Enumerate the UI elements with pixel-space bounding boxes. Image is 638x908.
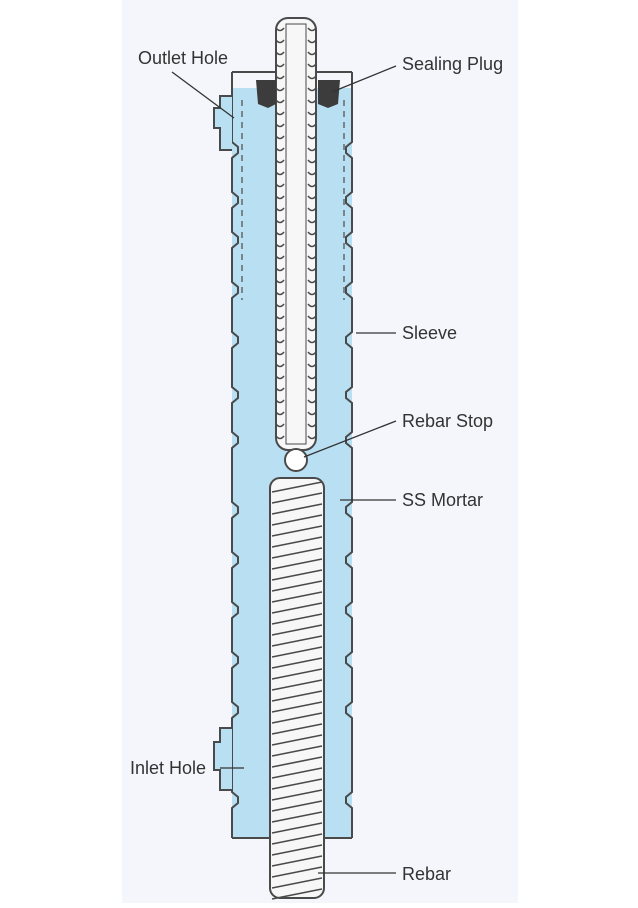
lower-rebar-ridge [271,888,323,900]
upper-rebar-core [285,23,307,445]
rebar-stop [284,448,308,472]
upper-rebar-thread [275,279,317,284]
lower-rebar-ridge [271,811,323,823]
upper-rebar-thread [275,423,317,428]
upper-rebar-thread [275,255,317,260]
inlet-hole-nozzle [213,727,232,791]
upper-rebar-thread [275,291,317,296]
upper-rebar-thread [275,399,317,404]
lower-rebar-ridge [271,613,323,625]
label-outlet-hole: Outlet Hole [138,48,228,68]
upper-rebar-thread [275,99,317,104]
upper-rebar-thread [275,27,317,32]
upper-rebar-thread [275,123,317,128]
lower-rebar-ridge [271,767,323,779]
lower-rebar-ridge [271,745,323,757]
upper-rebar [275,17,317,451]
lower-rebar-ridge [271,800,323,812]
lower-rebar-ridge [271,602,323,614]
sealing-plug-left [256,80,276,108]
lower-rebar-ridge [271,591,323,603]
lower-rebar-ridge [271,580,323,592]
label-inlet-hole: Inlet Hole [130,758,206,778]
label-rebar: Rebar [402,864,451,884]
lower-rebar-ridge [271,855,323,867]
upper-rebar-thread [275,183,317,188]
outlet-hole-nozzle [213,95,232,151]
label-rebar-stop: Rebar Stop [402,411,493,431]
lower-rebar-ridge [271,822,323,834]
sleeve-left-wall [231,72,239,838]
lower-rebar-ridge [271,723,323,735]
leader-sealing-plug [331,65,397,93]
lower-rebar-ridge [271,668,323,680]
lower-rebar-ridge [271,624,323,636]
lower-rebar-ridge [271,690,323,702]
lower-rebar-ridge [271,481,323,493]
lower-rebar-ridge [271,514,323,526]
upper-rebar-thread [275,351,317,356]
upper-rebar-thread [275,171,317,176]
lower-rebar-ridge [271,833,323,845]
label-ss-mortar: SS Mortar [402,490,483,510]
upper-rebar-thread [275,111,317,116]
upper-rebar-thread [275,87,317,92]
upper-rebar-thread [275,363,317,368]
lower-rebar-ridge [271,558,323,570]
upper-rebar-thread [275,243,317,248]
lower-rebar-ridge [271,866,323,878]
lower-rebar-ridge [271,789,323,801]
lower-rebar [269,477,325,900]
lower-rebar-ridge [271,657,323,669]
upper-rebar-thread [275,315,317,320]
lower-rebar-ridge [271,536,323,548]
upper-rebar-thread [275,39,317,44]
upper-rebar-thread [275,411,317,416]
lower-rebar-ridge [271,492,323,504]
lower-rebar-ridge [271,646,323,658]
label-sealing-plug: Sealing Plug [402,54,503,74]
upper-rebar-thread [275,219,317,224]
upper-rebar-thread [275,303,317,308]
lower-rebar-ridge [271,525,323,537]
upper-rebar-thread [275,207,317,212]
upper-rebar-thread [275,147,317,152]
upper-rebar-thread [275,51,317,56]
upper-rebar-thread [275,63,317,68]
upper-rebar-thread [275,75,317,80]
lower-rebar-ridge [271,679,323,691]
lower-rebar-ridge [271,734,323,746]
upper-rebar-thread [275,195,317,200]
lower-rebar-ridge [271,756,323,768]
lower-rebar-ridge [271,778,323,790]
upper-rebar-thread [275,435,317,440]
upper-rebar-thread [275,135,317,140]
upper-rebar-thread [275,387,317,392]
label-sleeve: Sleeve [402,323,457,343]
lower-rebar-ridge [271,701,323,713]
lower-rebar-ridge [271,712,323,724]
lower-rebar-ridge [271,569,323,581]
upper-rebar-thread [275,375,317,380]
leader-rebar-stop [303,420,397,458]
lower-rebar-ridge [271,844,323,856]
upper-rebar-thread [275,327,317,332]
lower-rebar-ridge [271,503,323,515]
sealing-plug-right [318,80,340,108]
upper-rebar-thread [275,267,317,272]
lower-rebar-ridge [271,547,323,559]
upper-rebar-thread [275,231,317,236]
leader-outlet-hole [171,71,235,119]
lower-rebar-ridge [271,635,323,647]
upper-rebar-thread [275,159,317,164]
lower-rebar-ridge [271,877,323,889]
upper-rebar-thread [275,339,317,344]
